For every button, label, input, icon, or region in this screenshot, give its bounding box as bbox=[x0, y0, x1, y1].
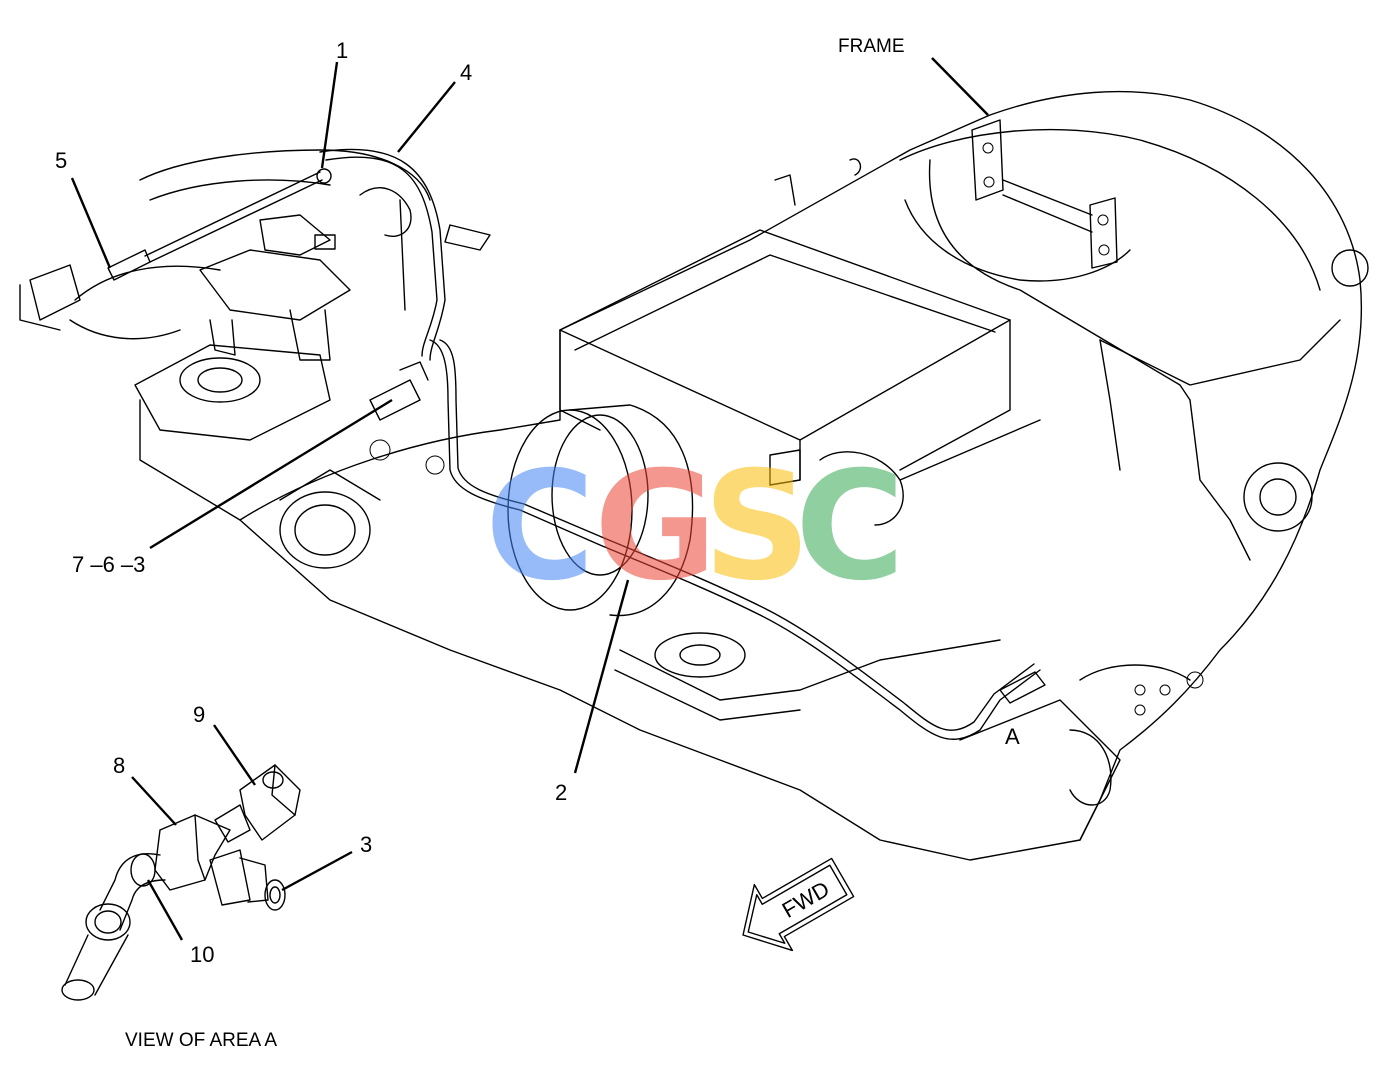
leader-4 bbox=[397, 81, 456, 153]
leader-5 bbox=[70, 177, 112, 269]
leader-3 bbox=[281, 850, 353, 892]
area-a-marker: A bbox=[1005, 724, 1020, 749]
watermark-letter-s: S bbox=[703, 440, 811, 614]
hydraulic-line-drawing bbox=[107, 148, 1046, 740]
leader-7-6-3 bbox=[149, 398, 393, 550]
callout-8: 8 bbox=[113, 753, 125, 778]
view-of-area-a-caption: VIEW OF AREA A bbox=[125, 1030, 277, 1051]
callout-1: 1 bbox=[336, 38, 348, 63]
callout-3: 3 bbox=[360, 832, 372, 857]
leader-1 bbox=[320, 61, 339, 169]
callout-10: 10 bbox=[190, 942, 214, 967]
callout-4: 4 bbox=[460, 60, 472, 85]
fwd-label: FWD bbox=[778, 876, 834, 923]
callout-2: 2 bbox=[555, 780, 567, 805]
machine-frame-drawing bbox=[19, 90, 1369, 861]
watermark-letter-c1: C bbox=[485, 440, 595, 614]
leader-2 bbox=[573, 579, 630, 774]
frame-label: FRAME bbox=[838, 36, 905, 57]
watermark-letter-c2: C bbox=[795, 440, 905, 614]
callout-9: 9 bbox=[193, 702, 205, 727]
leader-10 bbox=[146, 879, 184, 941]
leader-frame bbox=[931, 57, 989, 116]
callout-5: 5 bbox=[55, 148, 67, 173]
cgsc-watermark: C G S C bbox=[485, 440, 905, 614]
leader-8 bbox=[131, 776, 177, 826]
fwd-arrow: FWD bbox=[742, 857, 855, 952]
leader-9 bbox=[213, 724, 256, 786]
area-a-detail-drawing bbox=[61, 764, 301, 1001]
leader-lines bbox=[70, 57, 989, 941]
callout-7-6-3: 7 –6 –3 bbox=[72, 552, 145, 577]
watermark-letter-g: G bbox=[594, 440, 717, 614]
